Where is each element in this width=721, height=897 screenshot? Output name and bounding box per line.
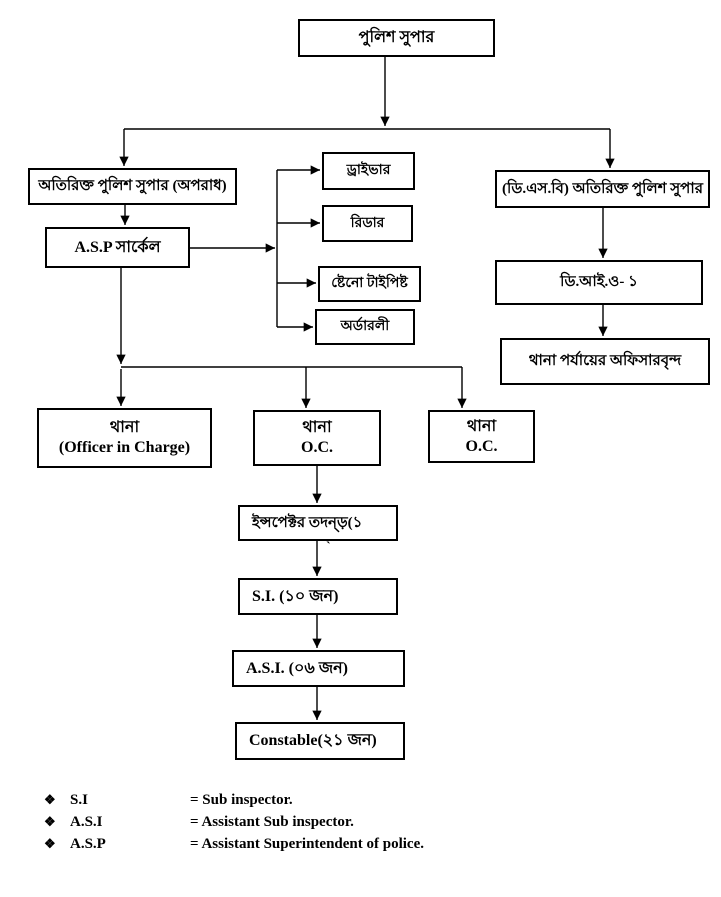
node-constable: Constable(২১ জন) xyxy=(235,722,405,760)
node-thana-oc-1: থানা O.C. xyxy=(253,410,381,466)
diamond-bullet-icon: ❖ xyxy=(44,814,56,829)
node-thana-level-officers: থানা পর্যায়ের অফিসারবৃন্দ xyxy=(500,338,710,385)
thana2-line1: থানা xyxy=(302,419,332,436)
legend-row-asp: ❖ A.S.P = Assistant Superintendent of po… xyxy=(44,836,424,858)
node-inspector-investigation: ইন্সপেক্টর তদন্ড়(১ xyxy=(238,505,398,541)
legend: ❖ S.I = Sub inspector. ❖ A.S.I = Assista… xyxy=(44,792,424,858)
node-orderly: অর্ডারলী xyxy=(315,309,415,345)
legend-term: A.S.I xyxy=(70,814,103,830)
node-si: S.I. (১০ জন) xyxy=(238,578,398,615)
node-dio-1: ডি.আই.ও- ১ xyxy=(495,260,703,305)
node-asi: A.S.I. (০৬ জন) xyxy=(232,650,405,687)
node-asp-circle: A.S.P সার্কেল xyxy=(45,227,190,268)
node-dsb-additional-super: (ডি.এস.বি) অতিরিক্ত পুলিশ সুপার xyxy=(495,170,710,208)
stray-mark: ` xyxy=(326,540,331,555)
legend-definition: = Assistant Superintendent of police. xyxy=(190,836,424,852)
node-thana-oc-2: থানা O.C. xyxy=(428,410,535,463)
node-additional-super-crime: অতিরিক্ত পুলিশ সুপার (অপরাধ) xyxy=(28,168,237,205)
node-reader: রিডার xyxy=(322,205,413,242)
node-steno-typist: ষ্টেনো টাইপিষ্ট xyxy=(318,266,421,302)
legend-definition: = Sub inspector. xyxy=(190,792,293,808)
node-police-super: পুলিশ সুপার xyxy=(298,19,495,57)
legend-term: S.I xyxy=(70,792,88,808)
legend-term: A.S.P xyxy=(70,836,106,852)
diamond-bullet-icon: ❖ xyxy=(44,836,56,851)
legend-row-asi: ❖ A.S.I = Assistant Sub inspector. xyxy=(44,814,424,836)
legend-row-si: ❖ S.I = Sub inspector. xyxy=(44,792,424,814)
thana1-line1: থানা xyxy=(109,419,140,436)
node-thana-officer-in-charge: থানা (Officer in Charge) xyxy=(37,408,212,468)
node-driver: ড্রাইভার xyxy=(322,152,415,190)
thana1-line2: (Officer in Charge) xyxy=(58,439,191,456)
legend-definition: = Assistant Sub inspector. xyxy=(190,814,354,830)
thana3-line1: থানা xyxy=(466,417,497,435)
thana3-line2: O.C. xyxy=(465,437,498,455)
thana2-line2: O.C. xyxy=(301,439,333,456)
diamond-bullet-icon: ❖ xyxy=(44,792,56,807)
